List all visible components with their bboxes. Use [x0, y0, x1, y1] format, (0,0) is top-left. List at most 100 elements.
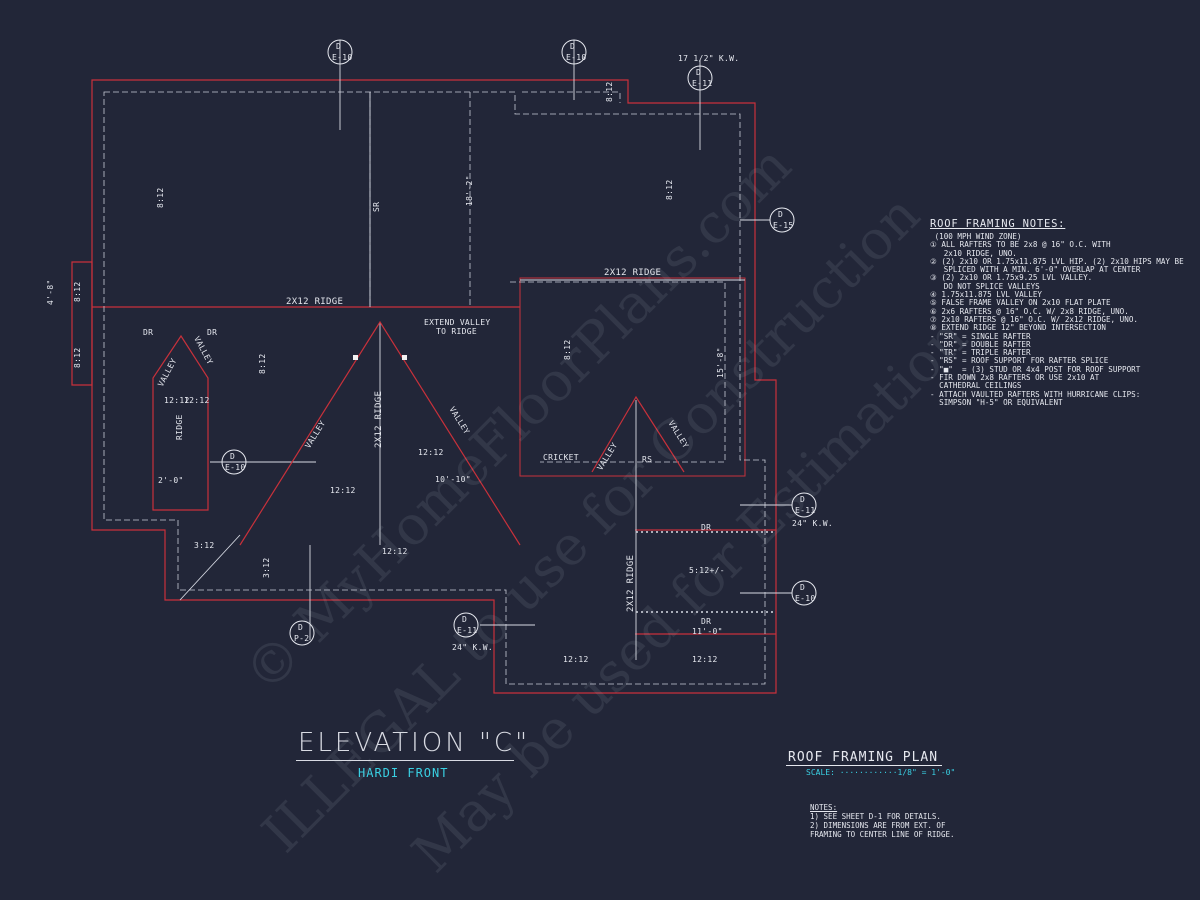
- knee-wall-label: 24" K.W.: [452, 643, 493, 652]
- framing-lines: [179, 40, 792, 660]
- note-line: ⑧ EXTEND RIDGE 12" BEYOND INTERSECTION: [930, 323, 1106, 333]
- pitch-label: 8:12: [156, 187, 165, 208]
- section-marker-label: E-11: [795, 506, 816, 515]
- dimension-label: 18'-2": [465, 175, 474, 206]
- section-marker-label: D: [298, 623, 304, 632]
- section-marker-label: E-15: [773, 221, 794, 230]
- dimension-label: 2'-0": [158, 476, 184, 485]
- pitch-label: 12:12: [563, 655, 589, 664]
- section-marker-label: E-10: [795, 594, 816, 603]
- note-line: - "RS" = ROOF SUPPORT FOR RAFTER SPLICE: [930, 356, 1109, 366]
- section-marker-label: E-11: [457, 626, 478, 635]
- elevation-subtitle: HARDI FRONT: [358, 766, 449, 780]
- valley-lines: [152, 320, 685, 546]
- footnotes: NOTES: 1) SEE SHEET D-1 FOR DETAILS. 2) …: [810, 803, 955, 839]
- pitch-label: 8:12: [258, 353, 267, 374]
- footnote-line: 1) SEE SHEET D-1 FOR DETAILS.: [810, 812, 941, 821]
- pitch-label: 12:12: [382, 547, 408, 556]
- note-line: ④ 1.75x11.875 LVL VALLEY: [930, 290, 1042, 300]
- post-marker: [402, 355, 407, 360]
- note-line: SPLICED WITH A MIN. 6'-0" OVERLAP AT CEN…: [930, 265, 1141, 275]
- section-marker-label: D: [800, 583, 806, 592]
- elevation-title-rule: [296, 760, 514, 761]
- roof-framing-notes: ROOF FRAMING NOTES: (100 MPH WIND ZONE) …: [930, 218, 1184, 407]
- framing-dashed-line: [103, 91, 766, 685]
- exterior-wall-outline: [71, 79, 777, 694]
- section-marker-label: D: [462, 615, 468, 624]
- note-line: DO NOT SPLICE VALLEYS: [930, 281, 1040, 291]
- section-marker-label: P-2: [294, 634, 310, 643]
- roof-framing-notes-list: (100 MPH WIND ZONE) ① ALL RAFTERS TO BE …: [930, 232, 1184, 407]
- ridge-label: 2x12 RIDGE: [286, 297, 344, 307]
- pitch-label: 8:12: [605, 81, 614, 102]
- pitch-label: 12:12: [692, 655, 718, 664]
- plan-title: ROOF FRAMING PLAN: [788, 750, 939, 765]
- dr-label: DR: [143, 328, 154, 337]
- note-line: - ATTACH VAULTED RAFTERS WITH HURRICANE …: [930, 389, 1141, 399]
- note-line: - FIR DOWN 2x8 RAFTERS OR USE 2x10 AT: [930, 373, 1100, 383]
- ridge-label: 2x12 RIDGE: [374, 390, 384, 448]
- pitch-label: 12:12: [184, 396, 210, 405]
- section-marker-label: D: [230, 452, 236, 461]
- section-marker-label: E-10: [566, 53, 587, 62]
- section-marker-label: D: [696, 68, 702, 77]
- pitch-label: 3:12: [262, 557, 271, 578]
- plan-scale: SCALE: ············1/8" = 1'-0": [806, 768, 956, 777]
- roof-framing-notes-title: ROOF FRAMING NOTES:: [930, 218, 1066, 230]
- pitch-label: 12:12: [330, 486, 356, 495]
- dimension-label: 15'-8": [716, 347, 725, 378]
- note-line: SIMPSON "H-5" OR EQUIVALENT: [930, 397, 1063, 407]
- knee-wall-label: 24" K.W.: [792, 519, 833, 528]
- pitch-label: 8:12: [563, 339, 572, 360]
- ridge-label: 2x12 RIDGE: [604, 268, 662, 278]
- footnote-line: FRAMING TO CENTER LINE OF RIDGE.: [810, 830, 955, 839]
- sr-label: SR: [372, 201, 381, 212]
- extend-valley-label: EXTEND VALLEY: [424, 318, 491, 327]
- note-line: - "DR" = DOUBLE RAFTER: [930, 339, 1031, 349]
- rs-label: RS: [642, 455, 653, 464]
- section-marker-label: D: [800, 495, 806, 504]
- post-marker: [353, 355, 358, 360]
- note-line: - "■" = (3) STUD OR 4x4 POST FOR ROOF SU…: [930, 364, 1141, 374]
- plan-title-rule: [786, 765, 942, 766]
- note-line: - "TR" = TRIPLE RAFTER: [930, 348, 1031, 358]
- knee-wall-label: 17 1/2" K.W.: [678, 54, 740, 63]
- note-line: ⑥ 2x6 RAFTERS @ 16" O.C. W/ 2x8 RIDGE, U…: [930, 306, 1129, 316]
- ridge-label: RIDGE: [175, 414, 184, 440]
- dimension-label: 11'-0": [692, 627, 723, 636]
- pitch-label: 8:12: [73, 281, 82, 302]
- section-marker-label: D: [336, 42, 342, 51]
- note-line: (100 MPH WIND ZONE): [930, 232, 1022, 241]
- section-marker-label: E-11: [692, 79, 713, 88]
- dimension-label: 4'-8": [46, 279, 55, 305]
- note-line: ⑦ 2x10 RAFTERS @ 16" O.C. W/ 2x12 RIDGE,…: [930, 314, 1138, 324]
- dr-label: DR: [701, 523, 712, 532]
- ridge-label: 2x12 RIDGE: [626, 554, 636, 612]
- elevation-title: ELEVATION "C": [298, 728, 531, 758]
- section-marker-label: D: [778, 210, 784, 219]
- note-line: ① ALL RAFTERS TO BE 2x8 @ 16" O.C. WITH: [930, 240, 1111, 250]
- section-marker-label: E-10: [225, 463, 246, 472]
- dr-label: DR: [701, 617, 712, 626]
- extend-valley-label: TO RIDGE: [436, 327, 477, 336]
- pitch-label: 8:12: [665, 179, 674, 200]
- cricket-label: CRICKET: [543, 453, 579, 462]
- pitch-label: 5:12+/-: [689, 566, 725, 575]
- pitch-label: 12:12: [418, 448, 444, 457]
- note-line: ② (2) 2x10 OR 1.75x11.875 LVL HIP. (2) 2…: [930, 256, 1184, 266]
- note-line: - "SR" = SINGLE RAFTER: [930, 331, 1031, 341]
- note-line: ⑤ FALSE FRAME VALLEY ON 2x10 FLAT PLATE: [930, 298, 1111, 308]
- pitch-label: 3:12: [194, 541, 215, 550]
- dimension-label: 10'-10": [435, 475, 471, 484]
- footnotes-title: NOTES:: [810, 803, 838, 812]
- footnote-line: 2) DIMENSIONS ARE FROM EXT. OF: [810, 821, 946, 830]
- note-line: ③ (2) 2x10 OR 1.75x9.25 LVL VALLEY.: [930, 273, 1093, 283]
- section-markers: [221, 39, 817, 646]
- dr-label: DR: [207, 328, 218, 337]
- pitch-label: 8:12: [73, 347, 82, 368]
- section-marker-label: D: [570, 42, 576, 51]
- section-marker-label: E-10: [332, 53, 353, 62]
- pitch-label: 12:12: [164, 396, 190, 405]
- note-line: 2x10 RIDGE, UNO.: [930, 248, 1017, 258]
